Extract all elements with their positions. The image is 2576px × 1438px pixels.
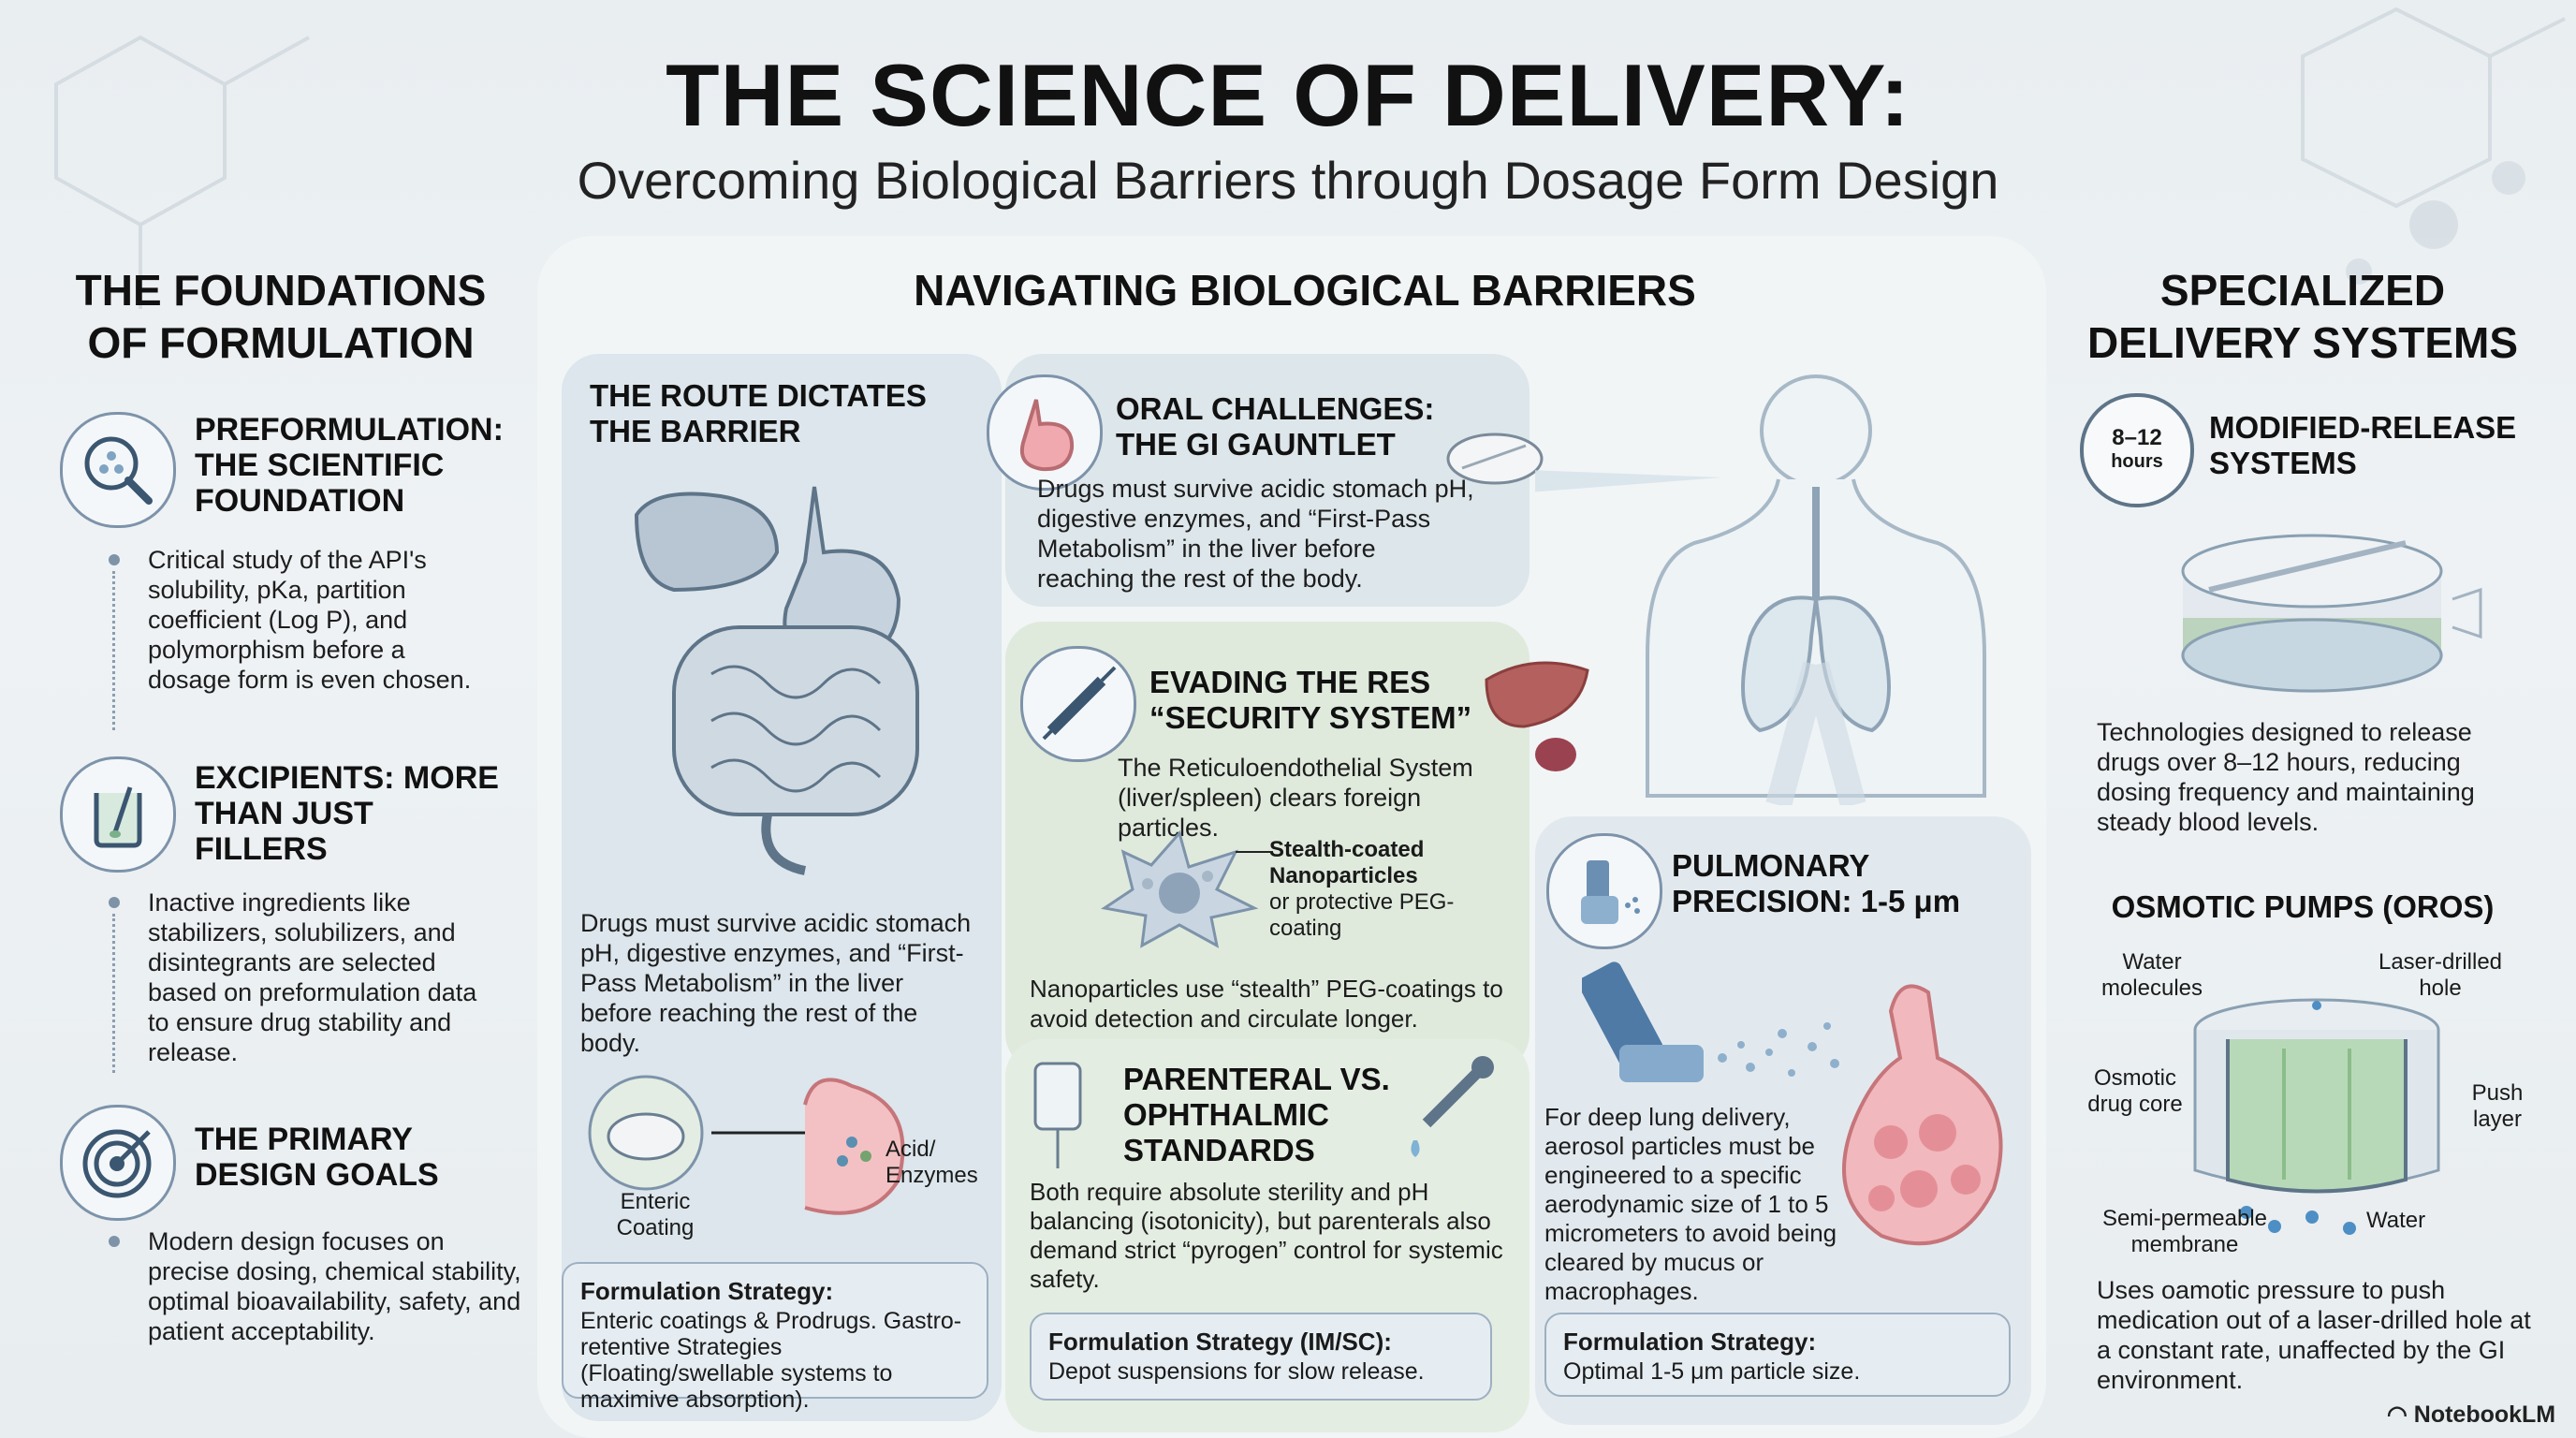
label-osmotic-drug-core: Osmotic drug core [2087, 1065, 2183, 1117]
parenteral-title: PARENTERAL VS. OPHTHALMIC STANDARDS [1123, 1062, 1390, 1167]
inhaler-icon [1546, 833, 1662, 949]
pulmonary-strategy-text: Optimal 1-5 μm particle size. [1563, 1358, 1861, 1385]
item-design-goals-title: THE PRIMARY DESIGN GOALS [195, 1122, 439, 1193]
tablet-icon [1446, 433, 1544, 485]
digestive-system-illustration [634, 486, 919, 875]
res-title: EVADING THE RES “SECURITY SYSTEM” [1149, 665, 1472, 735]
item-design-goals-text: Modern design focuses on precise dosing,… [148, 1227, 521, 1345]
brand-watermark: ◠ NotebookLM [2387, 1401, 2555, 1429]
label-laser-drilled-hole: Laser-drilled hole [2378, 949, 2503, 1001]
modified-release-title: MODIFIED-RELEASE SYSTEMS [2209, 410, 2517, 480]
parenteral-strategy-box: Formulation Strategy (IM/SC): Depot susp… [1030, 1313, 1492, 1401]
beaker-icon [60, 756, 176, 873]
oros-title: OSMOTIC PUMPS (OROS) [2111, 889, 2495, 924]
clock-label-unit: hours [2111, 451, 2163, 472]
dotted-connector [112, 914, 115, 1073]
magnifier-molecule-icon [60, 412, 176, 528]
route-title: THE ROUTE DICTATES THE BARRIER [590, 378, 927, 448]
liver-spleen-icon [1485, 661, 1589, 771]
res-callout: Stealth-coated Nanoparticles or protecti… [1269, 837, 1456, 942]
item-preformulation-text: Critical study of the API's solubility, … [148, 546, 472, 694]
iv-bag-icon [1033, 1062, 1082, 1168]
bullet-dot [109, 554, 120, 565]
route-text: Drugs must survive acidic stomach pH, di… [580, 909, 972, 1057]
osmotic-pump-diagram [2193, 998, 2440, 1235]
middle-column-heading: NAVIGATING BIOLOGICAL BARRIERS [914, 266, 1696, 315]
pulmonary-title: PULMONARY PRECISION: 1-5 μm [1672, 848, 1961, 918]
route-strategy-box: Formulation Strategy: Enteric coatings &… [562, 1262, 988, 1413]
target-icon [60, 1105, 176, 1221]
page-subtitle: Overcoming Biological Barriers through D… [577, 151, 1999, 210]
label-water: Water [2366, 1208, 2426, 1233]
enteric-stomach-illustration [588, 1075, 905, 1215]
pulmonary-strategy-label: Formulation Strategy: [1563, 1328, 1817, 1356]
stomach-icon [987, 374, 1103, 491]
eye-dropper-icon [1411, 1056, 1494, 1157]
notebooklm-logo-icon: ◠ [2387, 1401, 2414, 1428]
right-heading-line1: SPECIALIZED [2159, 266, 2446, 315]
page-title: THE SCIENCE OF DELIVERY: [666, 46, 1910, 144]
res-text2: Nanoparticles use “stealth” PEG-coatings… [1030, 975, 1503, 1033]
bullet-dot [109, 1236, 120, 1247]
dotted-connector [112, 571, 115, 730]
layered-tablet-illustration [2181, 534, 2482, 693]
route-card [562, 354, 1002, 1421]
right-heading-line2: DELIVERY SYSTEMS [2086, 318, 2519, 367]
item-excipients-title: EXCIPIENTS: MORE THAN JUST FILLERS [195, 760, 499, 867]
left-column-heading: THE FOUNDATIONS OF FORMULATION [37, 264, 524, 369]
label-semi-permeable-membrane: Semi-permeable membrane [2101, 1206, 2268, 1257]
enteric-coating-label: Enteric Coating [616, 1189, 695, 1240]
left-heading-line2: OF FORMULATION [87, 318, 475, 367]
oral-title: ORAL CHALLENGES: THE GI GAUNTLET [1116, 391, 1435, 462]
route-strategy-text: Enteric coatings & Prodrugs. Gastro-rete… [580, 1308, 962, 1413]
item-preformulation-title: PREFORMULATION: THE SCIENTIFIC FOUNDATIO… [195, 412, 504, 519]
modified-release-text: Technologies designed to release drugs o… [2097, 718, 2475, 836]
right-column-heading: SPECIALIZED DELIVERY SYSTEMS [2059, 264, 2546, 369]
oral-card [1005, 354, 1530, 607]
bullet-dot [109, 897, 120, 908]
oral-text: Drugs must survive acidic stomach pH, di… [1037, 475, 1474, 593]
inhaler-alveoli-illustration [1582, 961, 2003, 1246]
route-strategy-label: Formulation Strategy: [580, 1277, 834, 1305]
left-heading-line1: THE FOUNDATIONS [75, 266, 487, 315]
item-excipients-text: Inactive ingredients like stabilizers, s… [148, 888, 477, 1066]
human-lungs-illustration [1535, 374, 1986, 805]
oros-text: Uses oamotic pressure to push medication… [2097, 1276, 2531, 1394]
pulmonary-text: For deep lung delivery, aerosol particle… [1544, 1103, 1837, 1305]
parenteral-strategy-label: Formulation Strategy (IM/SC): [1048, 1328, 1392, 1356]
pulmonary-strategy-box: Formulation Strategy: Optimal 1-5 μm par… [1544, 1313, 2011, 1397]
label-push-layer: Push layer [2471, 1080, 2524, 1132]
acid-enzymes-label: Acid/ Enzymes [886, 1137, 978, 1188]
parenteral-strategy-text: Depot suspensions for slow release. [1048, 1358, 1425, 1385]
macrophage-cell-illustration [1101, 829, 1273, 948]
syringe-icon [1020, 646, 1136, 762]
res-text: The Reticuloendothelial System (liver/sp… [1118, 754, 1473, 842]
clock-label-hours: 8–12 [2112, 425, 2162, 450]
parenteral-text: Both require absolute sterility and pH b… [1030, 1178, 1503, 1293]
res-callout-rest: or protective PEG-coating [1269, 889, 1455, 941]
res-callout-bold: Stealth-coated Nanoparticles [1269, 837, 1425, 888]
clock-icon: 8–12 hours [2080, 393, 2194, 507]
brand-label: NotebookLM [2413, 1401, 2556, 1428]
label-water-molecules: Water molecules [2100, 949, 2203, 1001]
